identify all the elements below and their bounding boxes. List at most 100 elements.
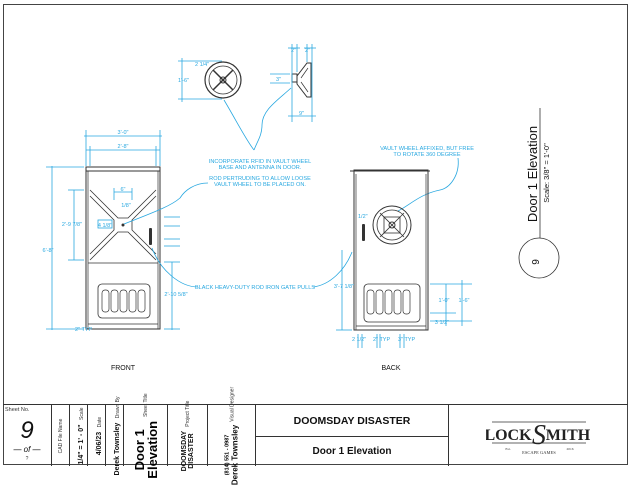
callout-circle: [518, 237, 560, 279]
callout-number: 9: [531, 259, 542, 265]
dim-wheel-diameter: 1'-6": [178, 78, 189, 84]
drawn-by-cell: Derek Townsley Drawn By: [106, 396, 124, 475]
front-x-brace-top-outer: [89, 189, 157, 219]
dim-center-small: 1/8": [121, 203, 131, 209]
dim-frame-typ: 2" TYP: [75, 327, 92, 333]
date-label: Date: [96, 416, 103, 427]
dim-left-margin: 2 1/2": [352, 337, 366, 343]
dim-vent-height: 1'-0": [439, 298, 450, 304]
back-gate-pull: [362, 224, 365, 241]
logo-mith: MITH: [545, 427, 590, 444]
locksmith-logo: LOCK S MITH ESCAPE GAMES Est. 2016: [449, 405, 628, 466]
back-dimensions: 3'-7 1/8" 1/2" 1'-0" 1'-6" 3 1/2" 2 1/2"…: [334, 214, 472, 372]
designer-phone: (814) 551 - 0987: [224, 434, 230, 475]
note-gate-pulls: BLACK HEAVY-DUTY ROD IRON GATE PULLS: [195, 285, 315, 291]
title-block: Sheet No. 9 — of — ? CAD File Name 1/4" …: [3, 386, 628, 485]
sheet-title-label: Sheet Title: [142, 392, 149, 417]
cad-file-cell: CAD File Name: [52, 405, 70, 466]
front-vent-slot: [119, 289, 128, 313]
dim-overall-width: 3'-0": [118, 130, 129, 136]
drawing-canvas: 3'-0" 2'-8" 6'-8" 2'-9 7/8" 6" 1/8" 4 1/…: [43, 44, 560, 372]
callout-title: Door 1 Elevation: [525, 126, 540, 222]
date-value: 4/06/23: [95, 431, 103, 455]
drawing-sheet: [3, 4, 628, 465]
sheet-title-line1: Door 1: [131, 428, 147, 470]
dim-slot-typ: 3" TYP: [398, 337, 415, 343]
dim-side-rod: 3": [276, 77, 281, 83]
logo-s: S: [532, 420, 546, 451]
note-rfid-line1: INCORPORATE RFID IN VAULT WHEEL: [209, 159, 311, 165]
logo-graphic: LOCK S MITH ESCAPE GAMES Est. 2016: [486, 420, 591, 455]
dim-handle-height: 3'-7 1/8": [334, 284, 354, 290]
dim-inner-width: 2'-8": [118, 144, 129, 150]
dim-side-depth: 9": [299, 111, 304, 117]
note-vault-line1: VAULT WHEEL AFFIXED, BUT FREE: [380, 146, 474, 152]
designer-label: Visual Designer: [228, 386, 235, 422]
drawn-by-label: Drawn By: [114, 396, 121, 418]
front-door: [85, 166, 161, 330]
back-view-label: BACK: [381, 365, 400, 372]
dim-vent-total: 1'-6": [459, 298, 470, 304]
dim-center-width: 6": [120, 187, 125, 193]
sheet-of: — of —: [13, 445, 41, 454]
back-door-outline: [353, 169, 429, 331]
front-door-inner-frame: [87, 170, 159, 330]
note-rod-line2: VAULT WHEEL TO BE PLACED ON.: [214, 182, 306, 188]
logo-lock: LOCK: [486, 427, 532, 444]
callout-scale: Scale: 3/8" = 1'-0": [542, 143, 551, 203]
sheet-title-cell: Door 1 Elevation Sheet Title: [124, 393, 168, 478]
sheet-name: Door 1 Elevation: [312, 446, 392, 457]
logo-est: Est.: [505, 447, 510, 451]
dim-back-top-small: 1/2": [358, 214, 368, 220]
view-callout: 9 Door 1 Elevation Scale: 3/8" = 1'-0": [518, 108, 560, 279]
front-x-brace-left: [89, 195, 115, 255]
dim-center-offset: 4 1/8": [98, 223, 112, 229]
sheet-number-cell: Sheet No. 9 — of — ?: [3, 405, 52, 466]
back-vent: [363, 283, 421, 323]
front-x-brace-bottom: [89, 231, 157, 261]
project-name: DOOMSDAY DISASTER: [256, 405, 448, 437]
project-title-label: Project Title: [184, 400, 191, 427]
wheel-side-detail: 2" 2" 3" 9": [270, 44, 316, 122]
front-vent-slot: [110, 289, 119, 313]
dim-overall-height: 6'-8": [43, 248, 54, 254]
logo-sub: ESCAPE GAMES: [522, 450, 556, 455]
scale-value: 1/4" = 1' - 0": [77, 423, 85, 464]
front-gate-pull: [149, 228, 152, 245]
dim-wheel-rim: 2 1/4": [195, 62, 209, 68]
note-rfid-line2: BASE AND ANTENNA IN DOOR.: [219, 165, 302, 171]
front-dimensions: 3'-0" 2'-8" 6'-8" 2'-9 7/8" 6" 1/8" 4 1/…: [43, 130, 188, 372]
project-title-cell: DOOMSDAY DISASTER Project Title: [168, 400, 208, 471]
note-vault-line2: TO ROTATE 360 DEGREE: [393, 152, 460, 158]
dim-vent-bottom: 3 1/2": [435, 320, 449, 326]
dim-pull-height: 2'-10 5/8": [164, 292, 187, 298]
annotation-notes: INCORPORATE RFID IN VAULT WHEEL BASE AND…: [123, 87, 474, 291]
front-x-brace-right: [131, 195, 157, 255]
sheet-no-value: 9: [20, 417, 34, 444]
front-vent-slot: [101, 289, 110, 313]
front-center-rod: [121, 223, 125, 227]
dim-side-top-left: 2": [291, 48, 296, 54]
back-door: [350, 169, 430, 331]
project-title-line1: DOOMSDAY: [180, 430, 188, 471]
drawn-by-value: Derek Townsley: [113, 422, 121, 475]
sheet-total: ?: [25, 456, 29, 462]
designer-cell: (814) 551 - 0987 Derek Townsley Visual D…: [208, 386, 256, 485]
sheet-title-line2: Elevation: [144, 420, 160, 479]
wheel-detail: 1'-6" 2 1/4": [178, 58, 242, 102]
designer-name: Derek Townsley: [230, 424, 239, 485]
scale-cell: 1/4" = 1' - 0" Scale: [70, 405, 88, 466]
front-vent-slot: [137, 289, 146, 313]
date-cell: 4/06/23 Date: [88, 405, 106, 466]
sheet-no-label: Sheet No.: [5, 407, 30, 413]
dim-upper-height: 2'-9 7/8": [62, 222, 82, 228]
logo-year: 2016: [566, 447, 573, 451]
project-name-cell: DOOMSDAY DISASTER Door 1 Elevation: [256, 405, 449, 466]
note-rod-line1: ROD PERTRUDING TO ALLOW LOOSE: [209, 176, 311, 182]
front-view-label: FRONT: [111, 365, 136, 372]
dim-side-top-right: 2": [305, 48, 310, 54]
front-vent: [97, 283, 151, 319]
cad-file-label: CAD File Name: [57, 418, 64, 453]
scale-label: Scale: [78, 407, 85, 420]
dim-spacing-typ: 2" TYP: [373, 337, 390, 343]
